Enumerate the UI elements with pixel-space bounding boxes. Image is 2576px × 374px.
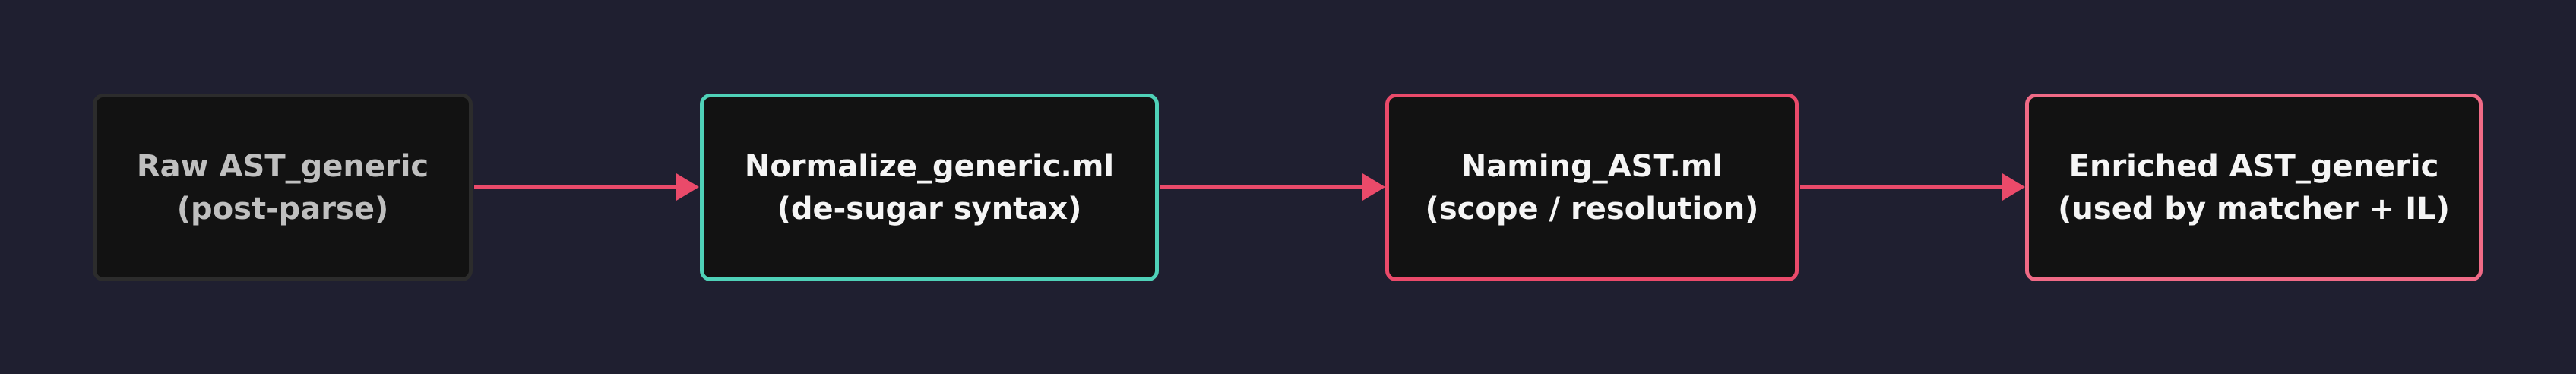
node-raw-title: Raw AST_generic: [136, 148, 429, 184]
edge-naming-to-enriched-arrowhead-icon: [2002, 173, 2025, 201]
node-normalize-generic: Normalize_generic.ml (de-sugar syntax): [700, 94, 1159, 281]
node-normalize-subtitle: (de-sugar syntax): [777, 191, 1082, 227]
node-enriched-title: Enriched AST_generic: [2068, 148, 2439, 184]
node-naming-ast: Naming_AST.ml (scope / resolution): [1385, 94, 1799, 281]
edge-normalize-to-naming-arrowhead-icon: [1362, 173, 1385, 201]
node-naming-subtitle: (scope / resolution): [1425, 191, 1759, 227]
node-raw-ast-generic: Raw AST_generic (post-parse): [93, 94, 473, 281]
edge-raw-to-normalize-line: [474, 185, 678, 189]
node-enriched-ast-generic: Enriched AST_generic (used by matcher + …: [2025, 94, 2483, 281]
node-naming-title: Naming_AST.ml: [1460, 148, 1723, 184]
edge-normalize-to-naming-line: [1160, 185, 1364, 189]
edge-naming-to-enriched-line: [1800, 185, 2004, 189]
edge-raw-to-normalize-arrowhead-icon: [676, 173, 699, 201]
node-normalize-title: Normalize_generic.ml: [744, 148, 1115, 184]
node-enriched-subtitle: (used by matcher + IL): [2058, 191, 2450, 227]
node-raw-subtitle: (post-parse): [176, 191, 389, 227]
